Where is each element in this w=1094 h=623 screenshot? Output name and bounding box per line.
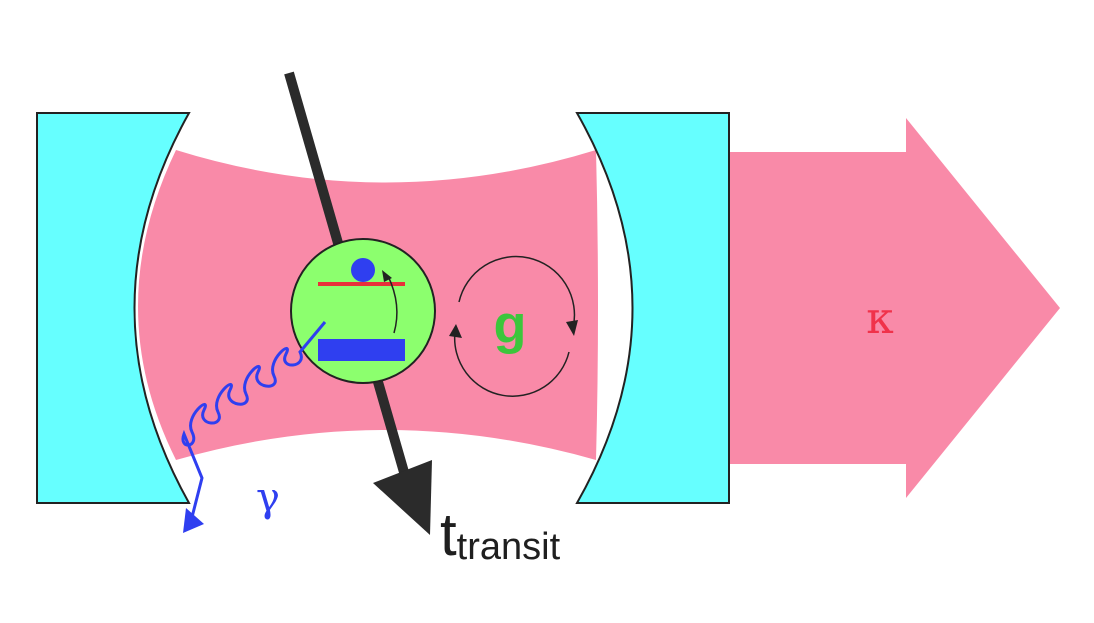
label-kappa: κ bbox=[866, 293, 894, 344]
output-beam-arrow bbox=[730, 118, 1060, 498]
coupling-arrow-top-head bbox=[566, 320, 578, 336]
left-mirror bbox=[36, 112, 191, 504]
photon-arrow-head bbox=[183, 508, 204, 533]
transition-arrow bbox=[387, 275, 398, 334]
label-t: t bbox=[440, 501, 457, 568]
label-t-transit: ttransit bbox=[440, 501, 561, 568]
coupling-arrow-top bbox=[458, 255, 576, 329]
trajectory-arrow-head bbox=[373, 460, 432, 535]
excited-population-dot bbox=[351, 258, 375, 282]
right-mirror bbox=[575, 112, 730, 504]
label-gamma: γ bbox=[256, 475, 280, 521]
coupling-arrow-bottom-head bbox=[449, 324, 462, 338]
transition-arrow-head bbox=[382, 270, 392, 282]
coupling-arrow-bottom bbox=[453, 331, 570, 397]
label-transit-subscript: transit bbox=[457, 526, 561, 568]
label-g: g bbox=[494, 295, 527, 355]
ground-level-bar bbox=[318, 339, 405, 361]
photon-wave bbox=[181, 321, 327, 526]
